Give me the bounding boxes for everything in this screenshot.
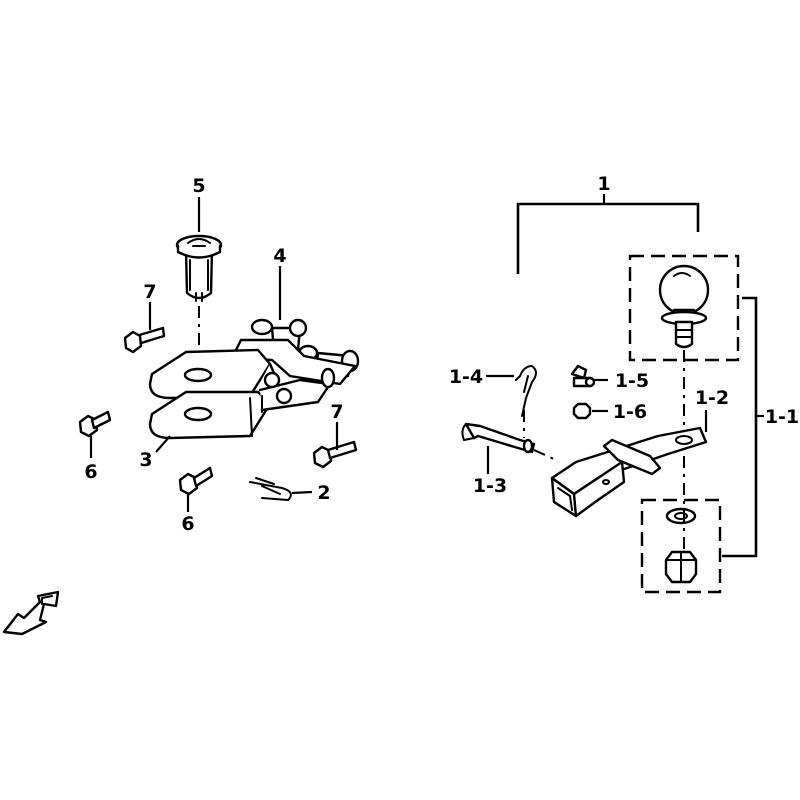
part-6-bolt-bottom[interactable] (178, 466, 214, 496)
part-1-5-fitting[interactable] (570, 364, 596, 388)
callout-1-3: 1-3 (473, 475, 507, 497)
callout-1: 1 (597, 173, 610, 195)
callout-5: 5 (192, 175, 205, 197)
part-6-bolt-left[interactable] (78, 410, 112, 438)
part-hitch-ball[interactable] (658, 264, 710, 349)
part-1-3-pin[interactable] (461, 422, 557, 461)
leader-3 (155, 435, 171, 453)
callout-1-2: 1-2 (695, 387, 729, 409)
callout-4: 4 (273, 245, 286, 267)
nut-box (640, 498, 722, 594)
callout-7-upper: 7 (143, 281, 156, 303)
callout-1-5: 1-5 (615, 370, 649, 392)
leader-2 (291, 490, 313, 495)
callout-1-6: 1-6 (613, 401, 647, 423)
part-1-6-nut[interactable] (572, 402, 592, 420)
part-1-4-cotter[interactable] (515, 365, 537, 438)
part-7-bolt-right[interactable] (312, 440, 358, 469)
bracket-1 (516, 202, 700, 274)
callout-6-left: 6 (84, 461, 97, 483)
callout-6-bottom: 6 (181, 513, 194, 535)
callout-2: 2 (317, 482, 330, 504)
part-7-bolt-upper[interactable] (123, 326, 166, 354)
part-5-pin[interactable] (175, 234, 223, 302)
callout-1-4: 1-4 (449, 366, 483, 388)
part-washer[interactable] (665, 507, 697, 525)
part-nut[interactable] (664, 550, 698, 584)
callout-3: 3 (139, 449, 152, 471)
front-arrow-icon (2, 590, 60, 636)
callout-7-right: 7 (330, 401, 343, 423)
bracket-1-1 (722, 296, 758, 558)
part-2-clip[interactable] (249, 477, 292, 501)
callout-1-1: 1-1 (765, 406, 799, 428)
part-4-bracket[interactable] (148, 318, 360, 440)
part-1-2-receiver[interactable] (550, 426, 708, 518)
